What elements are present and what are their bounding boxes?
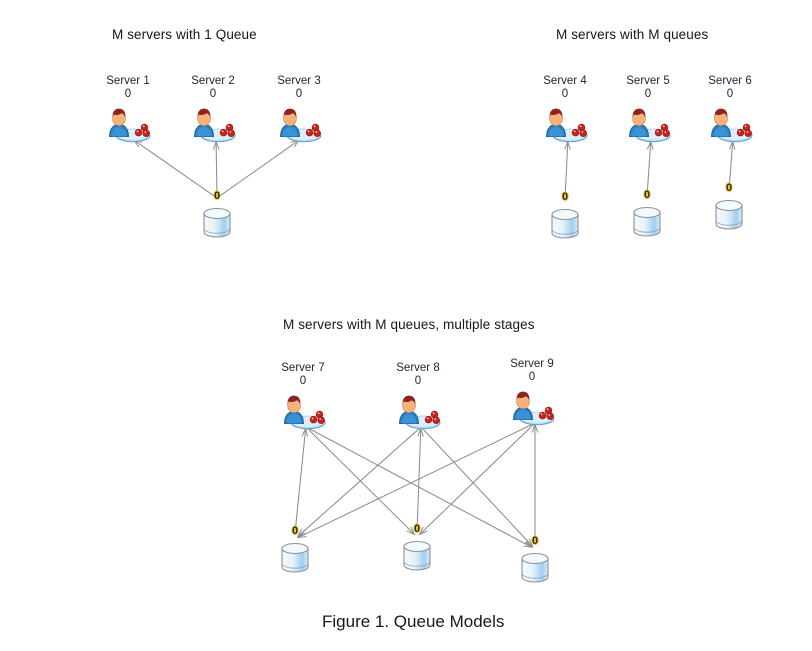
queue-cylinder-icon (548, 207, 582, 241)
connection-arrow (416, 429, 421, 530)
queue-node[interactable]: 0 (278, 526, 312, 575)
queue-cylinder-icon (518, 551, 552, 585)
server-person-icon (706, 104, 754, 144)
queue-node[interactable]: 0 (400, 524, 434, 573)
queue-count-badge: 0 (561, 191, 569, 203)
queue-node[interactable]: 0 (518, 536, 552, 585)
server-person-icon (104, 104, 152, 144)
server-person-icon (275, 104, 323, 144)
connection-arrow (565, 142, 568, 198)
server-count: 0 (124, 87, 132, 100)
queue-node[interactable]: 0 (712, 183, 746, 232)
server-count: 0 (644, 87, 652, 100)
connection-arrow (294, 429, 305, 532)
queue-cylinder-icon (400, 539, 434, 573)
server-count: 0 (726, 87, 734, 100)
queue-cylinder-icon (630, 205, 664, 239)
queue-count-badge: 0 (213, 190, 221, 202)
queue-cylinder-icon (200, 206, 234, 240)
queue-cylinder-icon (712, 198, 746, 232)
queue-count-badge: 0 (725, 182, 733, 194)
queue-count-badge: 0 (413, 523, 421, 535)
connection-arrow (646, 142, 651, 196)
queue-node[interactable]: 0 (548, 192, 582, 241)
server-count: 0 (561, 87, 569, 100)
connection-arrow (299, 423, 534, 537)
server-count: 0 (209, 87, 217, 100)
connection-arrow (216, 142, 217, 197)
server-person-icon (189, 104, 237, 144)
server-person-icon (624, 104, 672, 144)
server-person-icon (508, 387, 556, 427)
queue-count-badge: 0 (291, 525, 299, 537)
panel-title: M servers with 1 Queue (112, 27, 257, 42)
server-count: 0 (528, 370, 536, 383)
server-person-icon (279, 391, 327, 431)
panel-title: M servers with M queues (556, 27, 709, 42)
connection-arrow (298, 427, 420, 536)
queue-count-badge: 0 (531, 535, 539, 547)
queue-node[interactable]: 0 (630, 190, 664, 239)
panel-title: M servers with M queues, multiple stages (283, 317, 535, 332)
server-count: 0 (295, 87, 303, 100)
connection-arrow (218, 140, 299, 198)
connection-arrow (420, 424, 534, 534)
figure-caption: Figure 1. Queue Models (322, 612, 505, 631)
server-count: 0 (414, 374, 422, 387)
server-count: 0 (299, 374, 307, 387)
server-person-icon (541, 104, 589, 144)
connection-arrow (134, 140, 216, 198)
server-person-icon (394, 391, 442, 431)
connection-arrow (307, 428, 414, 534)
queue-count-badge: 0 (643, 189, 651, 201)
queue-cylinder-icon (278, 541, 312, 575)
queue-node[interactable]: 0 (200, 191, 234, 240)
connection-arrow (422, 428, 532, 547)
